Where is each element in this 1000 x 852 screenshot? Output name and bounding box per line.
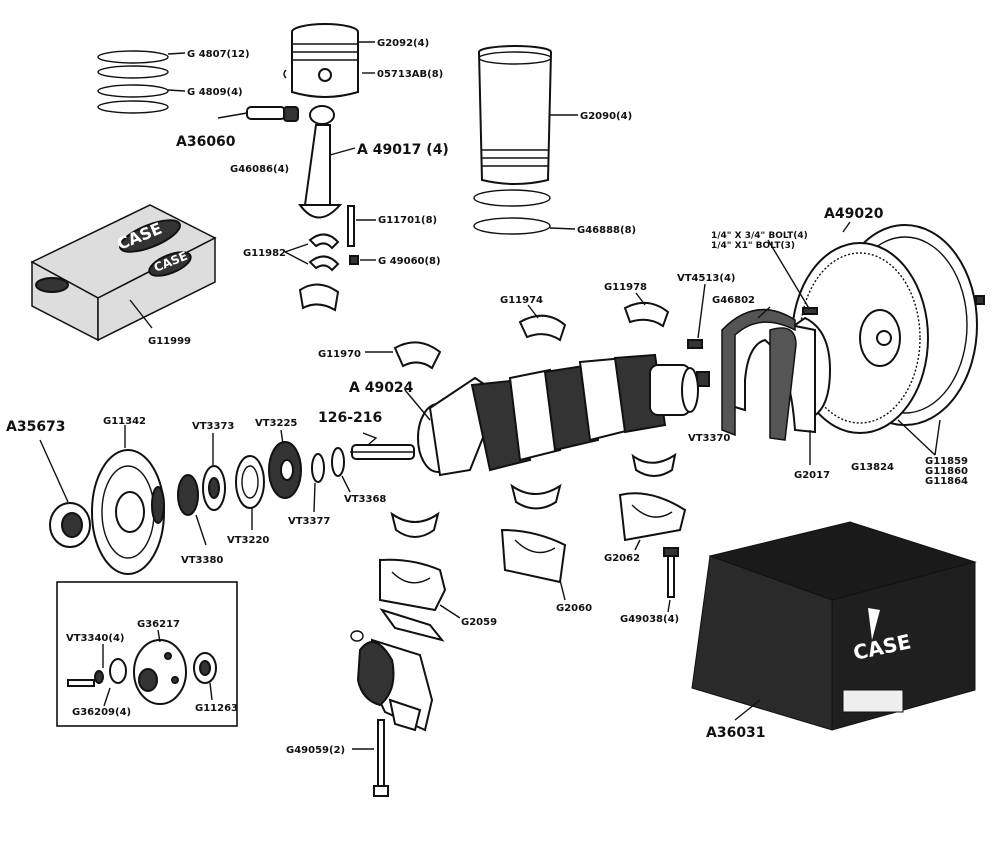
label-g11342: G11342: [103, 416, 146, 427]
bearing-caps: [379, 492, 687, 619]
label-g11263: G11263: [195, 703, 238, 714]
label-vt3340: VT3340(4): [66, 633, 125, 644]
label-05713ab: 05713AB(8): [377, 69, 443, 80]
label-a49024: A 49024: [349, 380, 414, 396]
label-g11982: G11982: [243, 248, 286, 259]
label-g2017: G2017: [794, 470, 830, 481]
label-g11859: G11859: [925, 456, 968, 467]
label-vt4513: VT4513(4): [677, 273, 736, 284]
label-g2062: G2062: [604, 553, 640, 564]
piston: [283, 23, 375, 98]
front-gear-train: [39, 425, 351, 575]
piston-rings: [97, 50, 186, 114]
label-g11701: G11701(8): [378, 215, 437, 226]
label-g36217: G36217: [137, 619, 180, 630]
oil-pump: [350, 608, 445, 797]
gasket-set-box: [30, 204, 217, 342]
label-g46888: G46888(8): [577, 225, 636, 236]
flywheel-assembly: [767, 221, 985, 456]
label-vt3370: VT3370: [688, 433, 730, 444]
label-g49038: G49038(4): [620, 614, 679, 625]
label-a36060: A36060: [176, 134, 236, 150]
label-bolt-1: 1/4" X1" BOLT(3): [711, 241, 795, 251]
label-g13824: G13824: [851, 462, 894, 473]
label-a49017: A 49017 (4): [357, 142, 449, 158]
label-bolt-3-4: 1/4" X 3/4" BOLT(4): [711, 231, 808, 241]
label-vt3220: VT3220: [227, 535, 269, 546]
label-a35673: A35673: [6, 419, 66, 435]
overhaul-kit-box: [691, 521, 977, 731]
label-g46802: G46802: [712, 295, 755, 306]
label-g2060: G2060: [556, 603, 592, 614]
rear-seal: [687, 283, 816, 465]
label-126-216: 126-216: [318, 410, 382, 426]
label-a36031: A36031: [706, 725, 766, 741]
label-g4809: G 4809(4): [187, 87, 243, 98]
label-g11860: G11860: [925, 466, 968, 477]
label-vt3373: VT3373: [192, 421, 234, 432]
label-g2092: G2092(4): [377, 38, 429, 49]
crankshaft: [350, 353, 699, 477]
label-vt3380: VT3380: [181, 555, 223, 566]
label-vt3377: VT3377: [288, 516, 330, 527]
connecting-rod: [217, 105, 376, 312]
label-vt3225: VT3225: [255, 418, 297, 429]
label-g46086: G46086(4): [230, 164, 289, 175]
label-g11978: G11978: [604, 282, 647, 293]
callout-labels: G 4807(12) G 4809(4) G2092(4) 05713AB(8)…: [6, 38, 968, 756]
label-g2059: G2059: [461, 617, 497, 628]
label-g11864: G11864: [925, 476, 968, 487]
label-g49060: G 49060(8): [378, 256, 441, 267]
label-vt3368: VT3368: [344, 494, 386, 505]
label-g11970: G11970: [318, 349, 361, 360]
label-g2090: G2090(4): [580, 111, 632, 122]
idler-inset: [56, 581, 238, 727]
cylinder-sleeve: [473, 45, 578, 235]
label-g11974: G11974: [500, 295, 543, 306]
label-g36209: G36209(4): [72, 707, 131, 718]
label-g49059: G49059(2): [286, 745, 345, 756]
main-bearings: [365, 292, 677, 538]
label-a49020: A49020: [824, 206, 884, 222]
label-g11999: G11999: [148, 336, 191, 347]
label-g4807: G 4807(12): [187, 49, 250, 60]
